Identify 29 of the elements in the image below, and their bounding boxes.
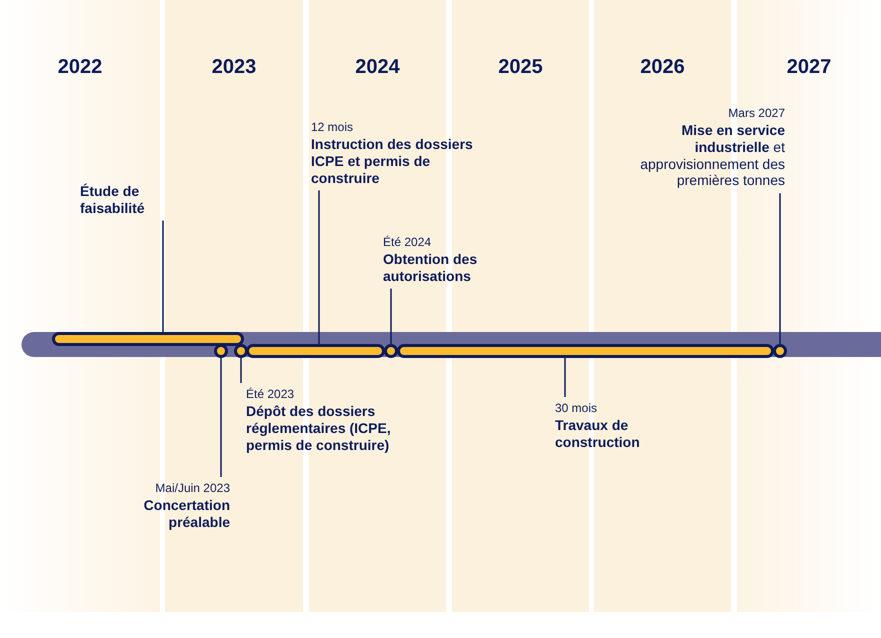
leader-line bbox=[162, 220, 164, 332]
leader-line bbox=[390, 288, 392, 344]
year-label: 2024 bbox=[355, 56, 400, 79]
date-label: 30 mois bbox=[555, 401, 598, 415]
milestone-title: Instruction des dossiers ICPE et permis de construire bbox=[311, 136, 474, 186]
milestone-title: Concertation préalable bbox=[142, 497, 230, 531]
year-label: 2023 bbox=[212, 56, 256, 79]
year-label: 2022 bbox=[58, 56, 102, 79]
leader-line bbox=[220, 358, 222, 477]
timeline-phase-bar bbox=[397, 344, 774, 358]
year-label: 2026 bbox=[640, 56, 685, 79]
date-label: Été 2023 bbox=[246, 387, 296, 401]
date-label: Mars 2027 bbox=[727, 106, 785, 120]
leader-line bbox=[779, 193, 781, 344]
milestone-title: Étude de faisabilité bbox=[80, 183, 146, 217]
milestone-title: Obtention des autorisations bbox=[383, 251, 478, 285]
milestone-title: Mise en service industrielle et approvisionnement des premières tonnes bbox=[639, 122, 785, 190]
leader-line bbox=[564, 358, 566, 397]
year-label: 2027 bbox=[786, 56, 832, 79]
leader-line bbox=[318, 190, 320, 344]
year-label: 2025 bbox=[498, 56, 543, 79]
timeline-phase-bar bbox=[52, 332, 244, 346]
milestone-title: Travaux de construction bbox=[555, 417, 641, 451]
leader-line bbox=[240, 358, 242, 383]
timeline-phase-bar bbox=[246, 344, 385, 358]
date-label: 12 mois bbox=[311, 120, 354, 134]
milestone-title: Dépôt des dossiers réglementaires (ICPE, permis de construire) bbox=[246, 403, 392, 454]
date-label: Été 2024 bbox=[383, 235, 432, 249]
date-label: Mai/Juin 2023 bbox=[154, 481, 230, 495]
